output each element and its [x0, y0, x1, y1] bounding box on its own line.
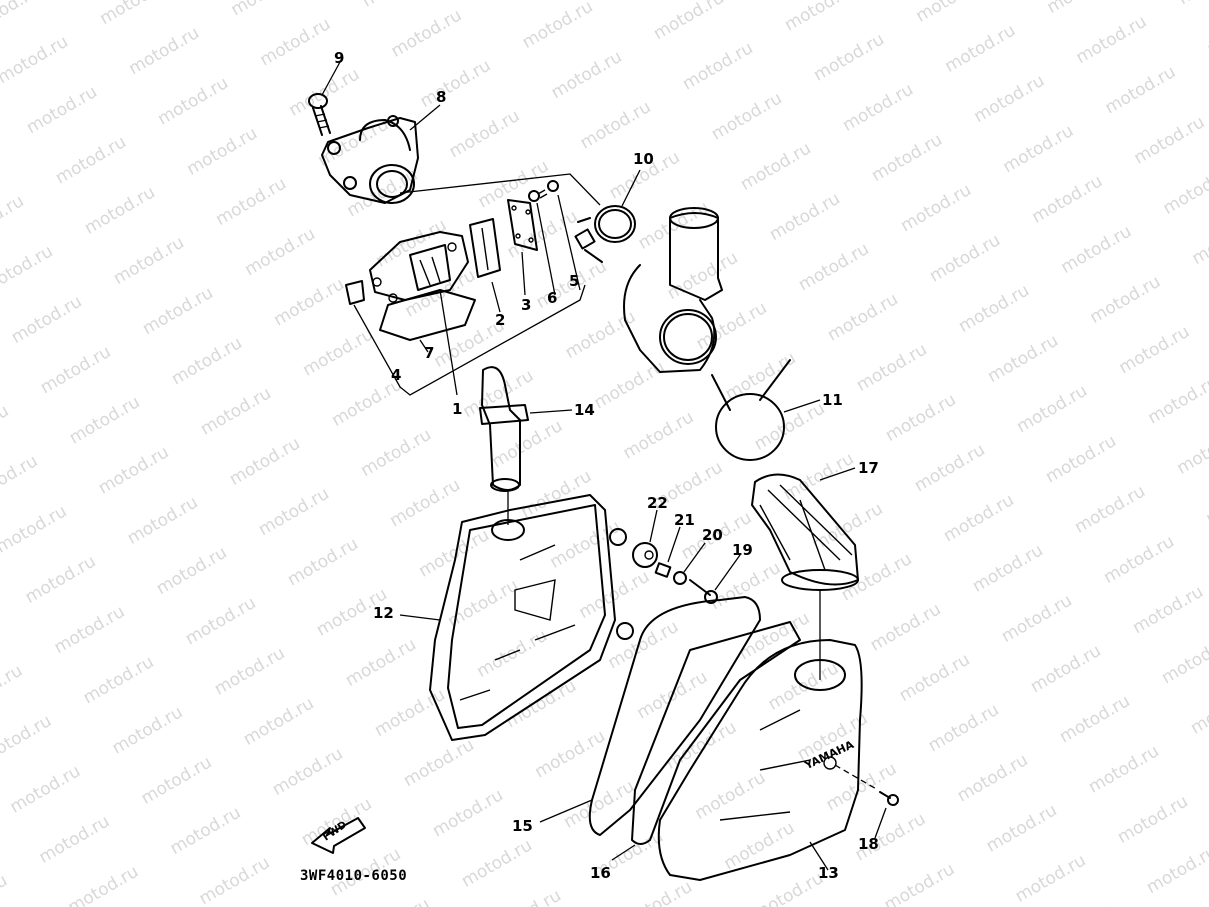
- part-16-seal: [611, 621, 801, 861]
- part-1-reed-valve-assembly: [345, 231, 469, 396]
- callout-22: 22: [647, 494, 668, 512]
- part-18-screw: [834, 764, 899, 839]
- callout-8: 8: [436, 88, 447, 106]
- part-7-gasket: [379, 289, 476, 353]
- fwd-arrow-icon: [311, 817, 366, 854]
- part-17-intake-duct: [751, 467, 859, 680]
- callout-19: 19: [732, 541, 753, 559]
- callout-15: 15: [512, 817, 533, 835]
- part-6-washer: [528, 190, 556, 296]
- callout-21: 21: [674, 511, 695, 529]
- callout-12: 12: [373, 604, 394, 622]
- callout-11: 11: [822, 391, 843, 409]
- callout-4: 4: [391, 366, 402, 384]
- part-12-air-cleaner-case: [399, 494, 634, 741]
- callout-20: 20: [702, 526, 723, 544]
- part-13-air-cleaner-cover: YAMAHA: [657, 639, 863, 881]
- part-20-washer: [673, 542, 706, 585]
- part-9-bolt: [308, 61, 341, 136]
- part-10-hose-clamp: [574, 169, 641, 263]
- part-8-intake-joint: [321, 104, 441, 204]
- callout-10: 10: [633, 150, 654, 168]
- part-5-screw: [537, 180, 581, 291]
- part-2-reed: [469, 218, 501, 313]
- callout-13: 13: [818, 864, 839, 882]
- callout-14: 14: [574, 401, 595, 419]
- yamaha-logo: YAMAHA: [802, 738, 857, 773]
- part-19-bolt: [689, 554, 741, 604]
- part-3-valve-stopper: [507, 199, 538, 296]
- callout-3: 3: [521, 296, 532, 314]
- part-11-wire-clip: [711, 359, 821, 461]
- callout-1: 1: [452, 400, 463, 418]
- part-22-grommet: [632, 509, 658, 568]
- part-15-element: [539, 596, 761, 836]
- callout-16: 16: [590, 864, 611, 882]
- callout-6: 6: [547, 289, 558, 307]
- callout-7: 7: [424, 344, 435, 362]
- svg-text:YAMAHA: YAMAHA: [802, 738, 857, 773]
- part-21-collar: [654, 526, 681, 578]
- carburetor-outline: [623, 207, 723, 373]
- callout-5: 5: [569, 272, 580, 290]
- callout-9: 9: [334, 49, 345, 67]
- callout-17: 17: [858, 459, 879, 477]
- callout-18: 18: [858, 835, 879, 853]
- drawing-code: 3WF4010-6050: [300, 868, 408, 884]
- callout-2: 2: [495, 311, 506, 329]
